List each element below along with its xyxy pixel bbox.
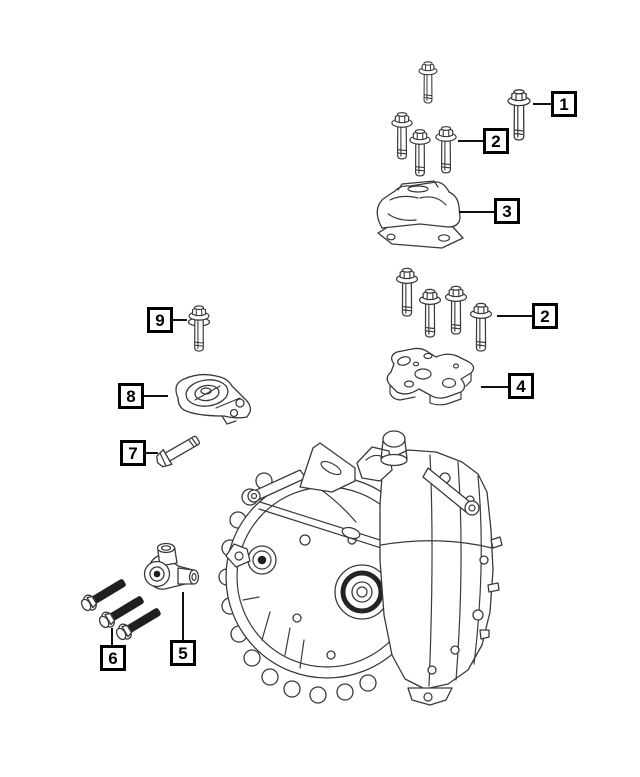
torque-strut-mount-part-8 xyxy=(175,373,252,425)
callout-1[interactable]: 1 xyxy=(551,91,577,117)
callout-7[interactable]: 7 xyxy=(120,440,146,466)
callout-5[interactable]: 5 xyxy=(170,640,196,666)
bolt-group-part-2-lower xyxy=(395,267,493,352)
bottom-foot xyxy=(407,687,453,706)
bolt-part-1 xyxy=(507,89,531,141)
callout-6[interactable]: 6 xyxy=(100,645,126,671)
callout-2-upper[interactable]: 2 xyxy=(483,128,509,154)
callout-8[interactable]: 8 xyxy=(118,383,144,409)
spacer-bracket-part-4 xyxy=(386,347,475,406)
lower-left-bracket xyxy=(225,543,251,568)
output-bearing xyxy=(334,564,390,620)
upper-bracket-cluster xyxy=(247,430,480,516)
bolt-part-7 xyxy=(152,431,203,471)
bolt-part-9 xyxy=(187,305,211,352)
leader-lines xyxy=(111,103,551,645)
callout-9[interactable]: 9 xyxy=(147,307,173,333)
callout-3[interactable]: 3 xyxy=(494,198,520,224)
input-seal xyxy=(247,545,277,575)
callout-2-lower[interactable]: 2 xyxy=(532,303,558,329)
transmission-assembly xyxy=(218,430,503,706)
engine-mount-part-3 xyxy=(376,180,464,249)
bolt-group-part-2-upper xyxy=(391,61,457,177)
callout-4[interactable]: 4 xyxy=(508,373,534,399)
lower-torque-mount-part-5 xyxy=(143,542,200,590)
